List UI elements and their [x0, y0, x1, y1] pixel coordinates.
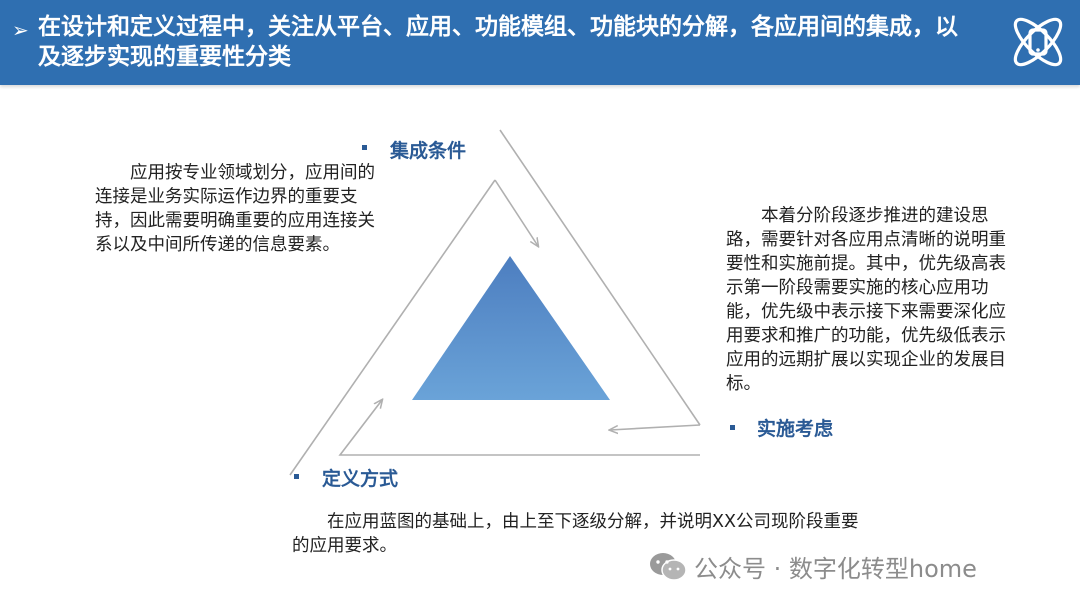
frame-line-bottom	[338, 400, 700, 456]
label-integration-conditions: 集成条件	[390, 140, 467, 162]
label-implementation-considerations: 实施考虑	[757, 418, 834, 440]
page-title: 在设计和定义过程中，关注从平台、应用、功能模组、功能块的分解，各应用间的集成，以…	[38, 14, 958, 70]
label-definition-method: 定义方式	[322, 468, 399, 490]
frame-arrow-top	[494, 179, 538, 246]
watermark: 公众号 · 数字化转型home	[648, 549, 977, 584]
text-right-paragraph: 本着分阶段逐步推进的建设思路，需要针对各应用点清晰的说明重要性和实施前提。其中，…	[726, 206, 1006, 394]
atom-phone-icon	[1013, 17, 1063, 67]
text-bottom-paragraph: 在应用蓝图的基础上，由上至下逐级分解，并说明XX公司现阶段重要的应用要求。	[292, 512, 859, 556]
bullet-dot-top	[362, 145, 367, 150]
frame-line-bottom-right	[610, 424, 701, 430]
frame-line-outer-right	[499, 129, 701, 426]
central-triangle	[412, 256, 610, 400]
bullet-dot-bottom	[294, 474, 299, 479]
text-left-paragraph: 应用按专业领域划分，应用间的连接是业务实际运作边界的重要支持，因此需要明确重要的…	[95, 163, 375, 255]
frame-line-left	[289, 179, 496, 476]
bullet-dot-right	[730, 425, 735, 430]
header-arrow-icon: ➢	[12, 18, 29, 42]
watermark-text: 公众号 · 数字化转型home	[694, 555, 977, 583]
wechat-icon	[650, 552, 687, 581]
header-bar: ➢ 在设计和定义过程中，关注从平台、应用、功能模组、功能块的分解，各应用间的集成…	[0, 0, 1080, 85]
